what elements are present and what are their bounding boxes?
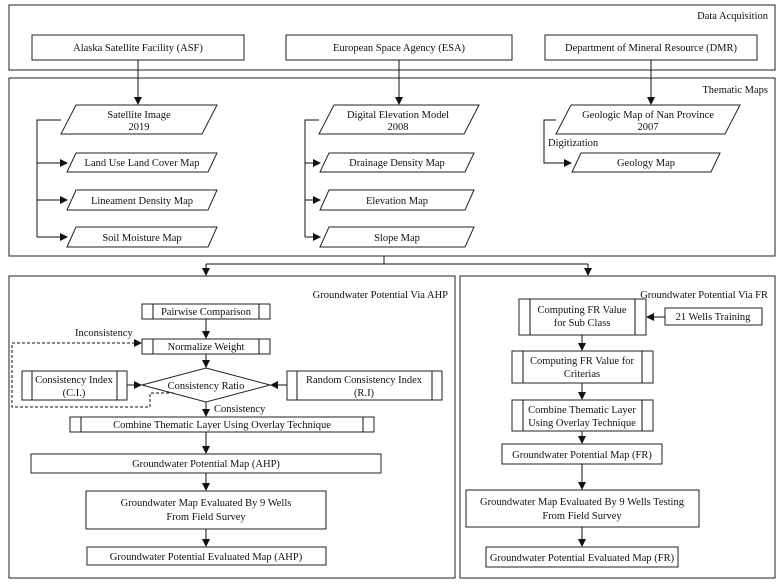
- normalize-weight-node: Normalize Weight: [141, 338, 271, 355]
- asf-label: Alaska Satellite Facility (ASF): [73, 43, 203, 54]
- ahp-evaluated-line2: From Field Survey: [166, 512, 246, 523]
- satellite-branch-line: [36, 119, 61, 237]
- fr-compute-subclass-line1: Computing FR Value: [537, 305, 626, 316]
- ahp-potential-map-node: Groundwater Potential Map (AHP): [30, 453, 382, 474]
- thematic-maps-title: Thematic Maps: [702, 85, 768, 96]
- fr-panel-title: Groundwater Potential Via FR: [640, 290, 768, 301]
- geologic-branch-line: [543, 119, 572, 167]
- ahp-evaluated-map-node: Groundwater Potential Evaluated Map (AHP…: [86, 546, 327, 566]
- normalize-weight-label: Normalize Weight: [168, 342, 245, 353]
- fr-evaluated-line1: Groundwater Map Evaluated By 9 Wells Tes…: [480, 497, 685, 508]
- fr-evaluated-map-label: Groundwater Potential Evaluated Map (FR): [490, 553, 675, 564]
- wells-training-label: 21 Wells Training: [676, 312, 752, 323]
- geologic-map-label: Geologic Map of Nan Province: [582, 110, 714, 121]
- drainage-density-map-label: Drainage Density Map: [349, 158, 445, 169]
- fr-compute-subclass-node: Computing FR Value for Sub Class: [518, 298, 647, 336]
- geologic-map-year: 2007: [638, 122, 659, 133]
- consistency-index-label: Consistency Index: [35, 375, 114, 386]
- ahp-evaluated-map-label: Groundwater Potential Evaluated Map (AHP…: [110, 552, 303, 563]
- data-acquisition-title: Data Acquisition: [697, 11, 769, 22]
- fr-evaluated-node: Groundwater Map Evaluated By 9 Wells Tes…: [465, 489, 700, 528]
- lineament-map-label: Lineament Density Map: [91, 196, 193, 207]
- pairwise-comparison-node: Pairwise Comparison: [141, 303, 271, 320]
- consistency-ratio-label: Consistency Ratio: [168, 381, 245, 392]
- lulc-map-label: Land Use Land Cover Map: [85, 158, 200, 169]
- slope-map-node: Slope Map: [319, 226, 475, 248]
- slope-map-label: Slope Map: [374, 233, 420, 244]
- fr-potential-map-label: Groundwater Potential Map (FR): [512, 450, 652, 461]
- fr-combine-node: Combine Thematic Layer Using Overlay Tec…: [511, 399, 654, 432]
- soil-moisture-map-label: Soil Moisture Map: [102, 233, 181, 244]
- dem-year: 2008: [388, 122, 409, 133]
- dem-branch-line: [304, 119, 319, 237]
- satellite-image-node: Satellite Image 2019: [60, 104, 218, 135]
- ahp-evaluated-node: Groundwater Map Evaluated By 9 Wells Fro…: [85, 490, 327, 530]
- fr-compute-subclass-line2: for Sub Class: [554, 318, 611, 329]
- fr-compute-criteria-node: Computing FR Value for Criterias: [511, 350, 654, 384]
- digitization-label: Digitization: [548, 138, 599, 149]
- geology-map-label: Geology Map: [617, 158, 675, 169]
- dmr-node: Department of Mineral Resource (DMR): [544, 34, 758, 61]
- ahp-panel: [8, 275, 456, 579]
- dem-label: Digital Elevation Model: [347, 110, 449, 121]
- inconsistency-loop: [11, 339, 174, 408]
- satellite-image-label: Satellite Image: [107, 110, 171, 121]
- consistency-index-abbr: (C.I.): [63, 388, 86, 399]
- satellite-image-year: 2019: [129, 122, 150, 133]
- inconsistency-label: Inconsistency: [75, 328, 133, 339]
- ahp-panel-title: Groundwater Potential Via AHP: [313, 290, 449, 301]
- fr-panel: [459, 275, 776, 579]
- consistency-index-node: Consistency Index (C.I.): [21, 370, 128, 401]
- fr-potential-map-node: Groundwater Potential Map (FR): [501, 443, 663, 465]
- thematic-split-line: [206, 256, 588, 265]
- dmr-label: Department of Mineral Resource (DMR): [565, 43, 738, 54]
- random-consistency-index-abbr: (R.I): [354, 388, 375, 399]
- asf-node: Alaska Satellite Facility (ASF): [31, 34, 245, 61]
- esa-label: European Space Agency (ESA): [333, 43, 466, 54]
- drainage-density-map-node: Drainage Density Map: [319, 152, 475, 173]
- fr-compute-criteria-line2: Criterias: [564, 369, 600, 380]
- dem-node: Digital Elevation Model 2008: [318, 104, 480, 135]
- ahp-evaluated-line1: Groundwater Map Evaluated By 9 Wells: [121, 498, 292, 509]
- geologic-map-node: Geologic Map of Nan Province 2007: [555, 104, 741, 135]
- ahp-combine-label: Combine Thematic Layer Using Overlay Tec…: [113, 420, 331, 431]
- pairwise-comparison-label: Pairwise Comparison: [161, 307, 252, 318]
- ahp-potential-map-label: Groundwater Potential Map (AHP): [132, 459, 280, 470]
- fr-combine-line2: Using Overlay Technique: [528, 418, 636, 429]
- thematic-maps-panel: [8, 77, 776, 257]
- fr-compute-criteria-line1: Computing FR Value for: [530, 356, 634, 367]
- random-consistency-index-label: Random Consistency Index: [306, 375, 423, 386]
- lulc-map-node: Land Use Land Cover Map: [66, 152, 218, 173]
- soil-moisture-map-node: Soil Moisture Map: [66, 226, 218, 248]
- elevation-map-node: Elevation Map: [319, 189, 475, 211]
- elevation-map-label: Elevation Map: [366, 196, 428, 207]
- consistency-ratio-node: Consistency Ratio: [140, 367, 272, 403]
- ahp-combine-node: Combine Thematic Layer Using Overlay Tec…: [69, 416, 375, 433]
- lineament-map-node: Lineament Density Map: [66, 189, 218, 211]
- wells-training-node: 21 Wells Training: [664, 307, 763, 326]
- random-consistency-index-node: Random Consistency Index (R.I): [286, 370, 443, 401]
- fr-combine-line1: Combine Thematic Layer: [528, 405, 636, 416]
- data-acquisition-panel: [8, 4, 776, 71]
- fr-evaluated-map-node: Groundwater Potential Evaluated Map (FR): [485, 546, 679, 568]
- fr-evaluated-line2: From Field Survey: [542, 511, 622, 522]
- esa-node: European Space Agency (ESA): [285, 34, 513, 61]
- consistency-label: Consistency: [214, 404, 266, 415]
- geology-map-node: Geology Map: [571, 152, 721, 173]
